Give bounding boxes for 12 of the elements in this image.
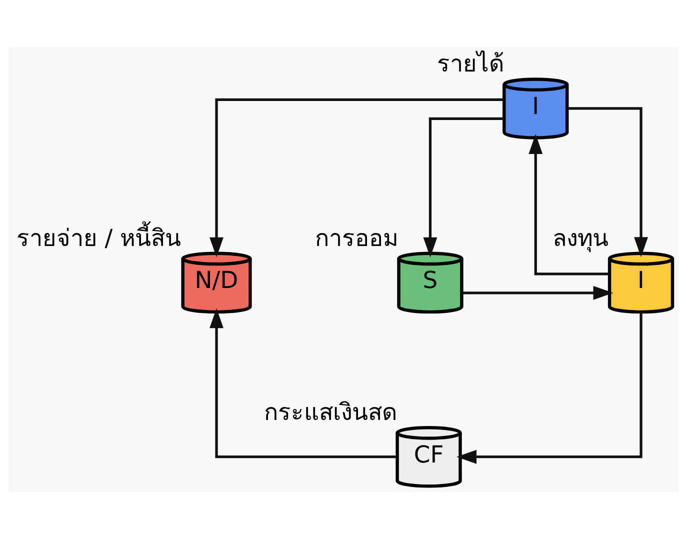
node-label: การออม <box>314 224 398 252</box>
arrow <box>423 117 504 258</box>
arrow <box>210 308 397 458</box>
node-label: รายได้ <box>436 50 504 78</box>
arrow <box>528 134 610 276</box>
arrow <box>456 312 642 464</box>
node-label: ลงทุน <box>552 224 608 252</box>
arrow <box>462 286 614 300</box>
arrow <box>567 107 648 258</box>
node-label: กระแสเงินสด <box>264 398 398 426</box>
arrow <box>210 98 504 258</box>
node-label: รายจ่าย / หนี้สิน <box>16 224 182 252</box>
